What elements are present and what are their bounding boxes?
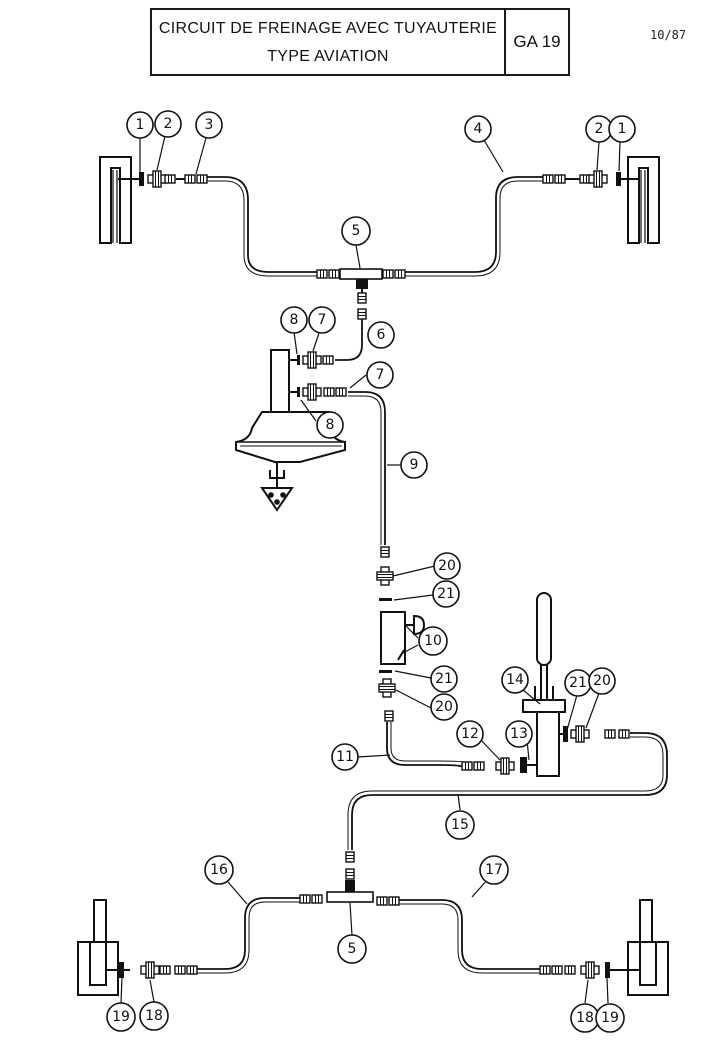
hand-brake-lever [520,592,568,777]
callout-15: 15 [451,817,469,833]
wheel-cylinder-rear-left [77,899,130,996]
brake-switch-fittings-upper [376,546,394,601]
wheel-cylinder-front-left [99,156,144,244]
callout-labels: 1 2 3 4 2 1 5 6 8 7 7 8 9 20 21 10 21 20… [112,116,626,1026]
tee-fitting-top [316,268,406,320]
wheel-cylinder-front-right [616,156,660,244]
tee-fitting-bottom [299,851,400,906]
callout-2-front-right: 2 [595,121,604,137]
callout-14: 14 [506,672,524,688]
callout-11: 11 [336,749,354,765]
callout-3: 3 [205,117,214,133]
callout-17: 17 [485,862,503,878]
callout-circles [106,110,636,1033]
callout-13: 13 [510,726,528,742]
callout-21-lower: 21 [435,671,453,687]
callout-21-compensator: 21 [569,675,587,691]
callout-4: 4 [474,121,483,137]
callout-6: 6 [377,327,386,343]
callout-21-upper: 21 [437,586,455,602]
pipe-6 [335,318,363,361]
callout-18-rear-right: 18 [576,1010,594,1026]
callout-8-lower: 8 [326,417,335,433]
callout-20-upper: 20 [438,558,456,574]
fittings-top-left [147,170,208,188]
pipe-3 [205,176,318,273]
callout-20-lower: 20 [435,699,453,715]
pipes [195,176,668,974]
callout-12: 12 [461,726,479,742]
callout-8-upper: 8 [290,312,299,328]
title-divider [504,10,506,74]
pipe-16 [195,897,300,970]
callout-1-front-right: 1 [618,121,627,137]
pipe-15 [351,732,668,850]
fittings-top-right [542,170,608,188]
pipe-11 [386,722,465,767]
callout-19-rear-left: 19 [112,1009,130,1025]
brake-light-switch [380,611,426,665]
callout-7-lower: 7 [376,367,385,383]
pipe-4 [400,176,545,273]
brake-switch-fittings-lower [378,670,396,722]
page-reference: 10/87 [650,28,687,42]
pipe-17 [395,899,540,970]
diagram-code: GA 19 [513,32,561,51]
master-cylinder-fittings [289,351,347,401]
title-block: CIRCUIT DE FREINAGE AVEC TUYAUTERIE TYPE… [150,8,570,76]
callout-20-compensator: 20 [593,673,611,689]
diagram-title-line2: TYPE AVIATION [267,48,389,65]
callout-5-top: 5 [352,223,361,239]
callout-16: 16 [210,862,228,878]
leader-lines [120,135,621,1004]
fittings-bottom-left [140,961,198,979]
wheel-cylinder-rear-right [605,899,669,996]
callout-18-rear-left: 18 [145,1008,163,1024]
pipe-9 [348,391,386,545]
callout-7-upper: 7 [318,312,327,328]
diagram-title-line1: CIRCUIT DE FREINAGE AVEC TUYAUTERIE [158,20,498,37]
callout-2-front-left: 2 [164,116,173,132]
fittings-bottom-right [539,961,600,979]
callout-9: 9 [410,457,419,473]
callout-19-rear-right: 19 [601,1010,619,1026]
callout-10: 10 [424,633,442,649]
callout-5-bottom: 5 [348,941,357,957]
callout-1-front-left: 1 [136,117,145,133]
